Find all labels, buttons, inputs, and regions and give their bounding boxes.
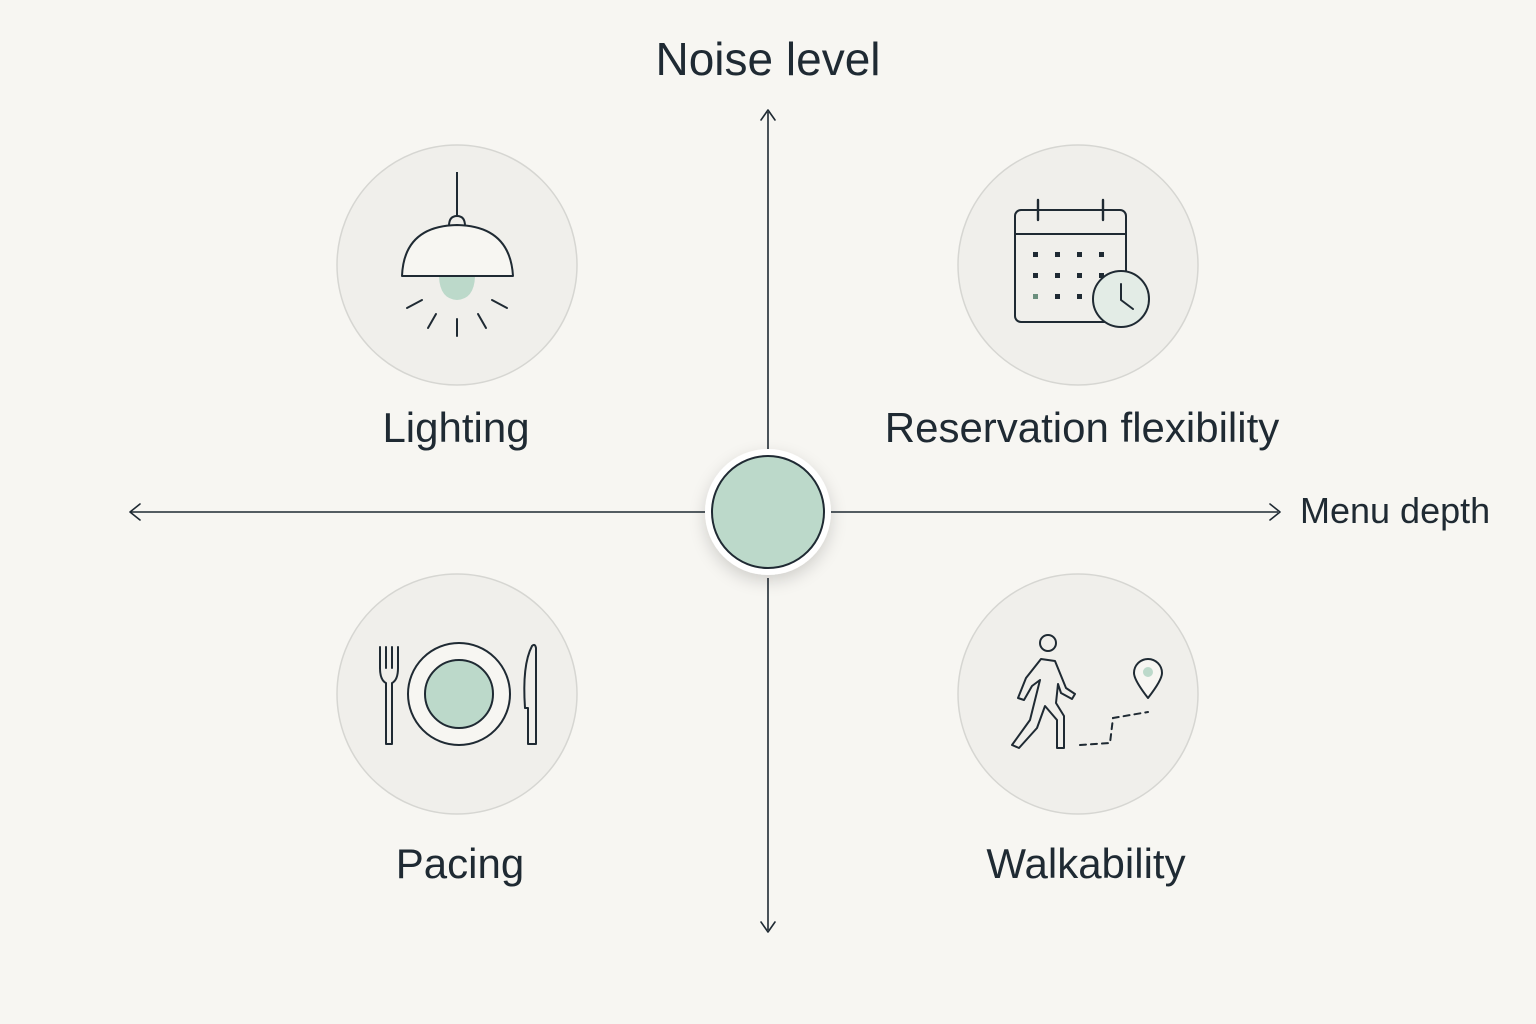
center-node — [705, 449, 831, 575]
knife-icon — [523, 643, 537, 745]
calendar-day-grid — [1033, 252, 1104, 299]
quadrant-label-lighting: Lighting — [382, 404, 530, 451]
up-arrowhead — [760, 109, 776, 121]
calendar-clock-icon — [957, 144, 1199, 386]
quadrant-label-reservation-flexibility: Reservation flexibility — [884, 404, 1280, 451]
x-axis-title: Menu depth — [1300, 490, 1491, 531]
left-arrowhead — [129, 503, 141, 521]
plate-fork-knife-icon — [336, 573, 578, 815]
pendant-lamp-icon — [336, 144, 578, 386]
vertical-axis — [760, 109, 776, 933]
fork-icon — [379, 646, 399, 745]
quadrant-label-pacing: Pacing — [395, 840, 525, 887]
down-arrowhead — [760, 921, 776, 933]
quadrant-label-walkability: Walkability — [986, 840, 1186, 887]
dashed-route — [1079, 711, 1149, 746]
y-axis-title: Noise level — [655, 33, 881, 85]
right-arrowhead — [1269, 503, 1281, 521]
location-pin-icon — [1133, 658, 1163, 699]
walking-route-icon — [957, 573, 1199, 815]
walking-person-icon — [1011, 634, 1076, 749]
horizontal-axis — [129, 503, 1281, 521]
